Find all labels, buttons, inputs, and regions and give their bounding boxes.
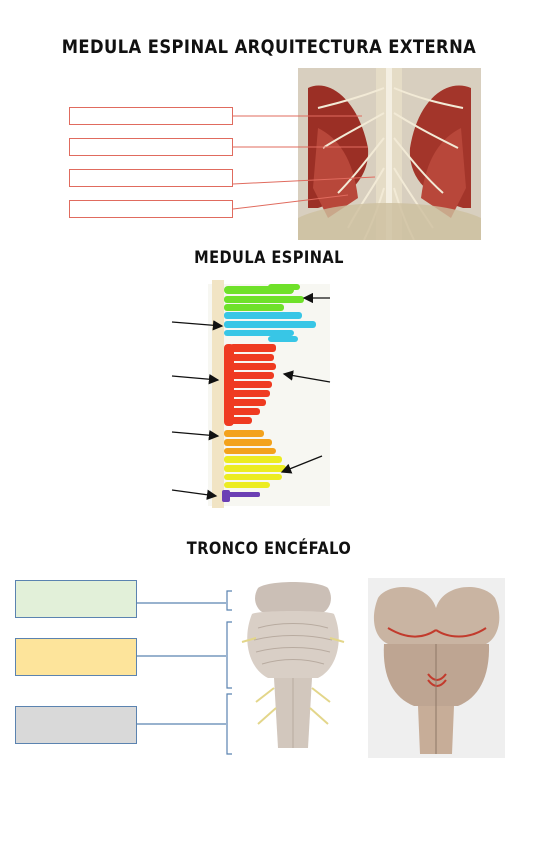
section-title-arquitectura: MEDULA ESPINAL ARQUITECTURA EXTERNA xyxy=(61,36,477,58)
section-title-medula: MEDULA ESPINAL xyxy=(194,248,344,268)
spinal-cord-dissection-photo-icon xyxy=(298,68,481,240)
tronco-label-box-yellow[interactable] xyxy=(15,638,137,676)
tronco-label-box-grey[interactable] xyxy=(15,706,137,744)
label-box-3[interactable] xyxy=(69,169,233,187)
leader-lines-arquitectura xyxy=(232,115,376,210)
spinal-nerves-colored-diagram-icon xyxy=(148,280,330,508)
arrows-medula xyxy=(171,292,331,500)
brainstem-model-photo-icon xyxy=(368,578,505,758)
label-box-4[interactable] xyxy=(69,200,233,218)
brainstem-illustration-icon xyxy=(238,578,348,760)
section-title-tronco: TRONCO ENCÉFALO xyxy=(186,539,352,559)
label-box-1[interactable] xyxy=(69,107,233,125)
tronco-brackets xyxy=(137,590,232,755)
label-box-2[interactable] xyxy=(69,138,233,156)
tronco-label-box-green[interactable] xyxy=(15,580,137,618)
